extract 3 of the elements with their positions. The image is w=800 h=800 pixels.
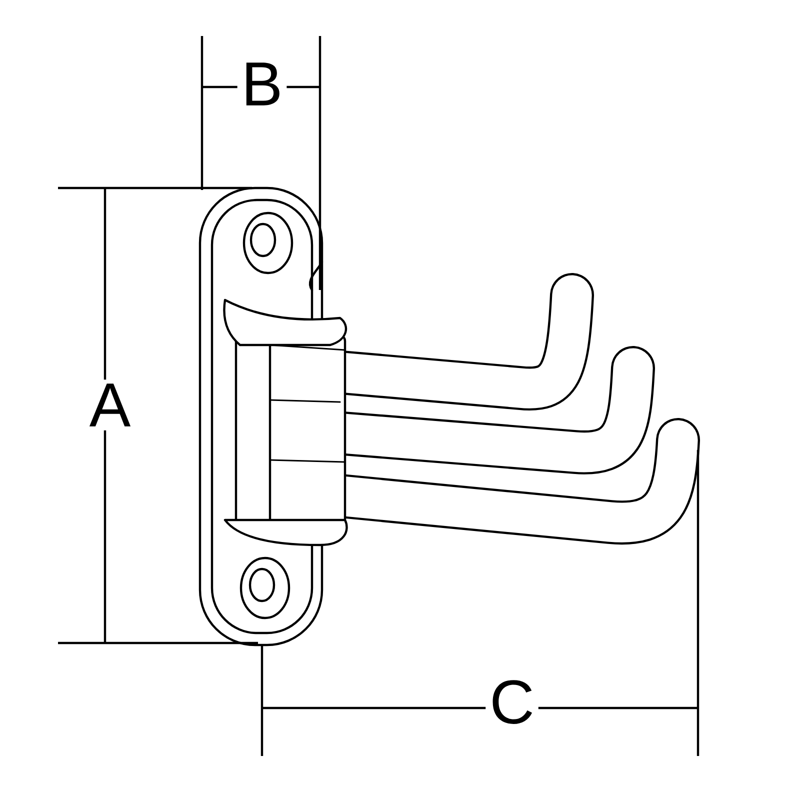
dimension-label: A xyxy=(85,380,135,430)
dimension-label: C xyxy=(486,676,538,728)
dimension-label: B xyxy=(237,58,287,110)
